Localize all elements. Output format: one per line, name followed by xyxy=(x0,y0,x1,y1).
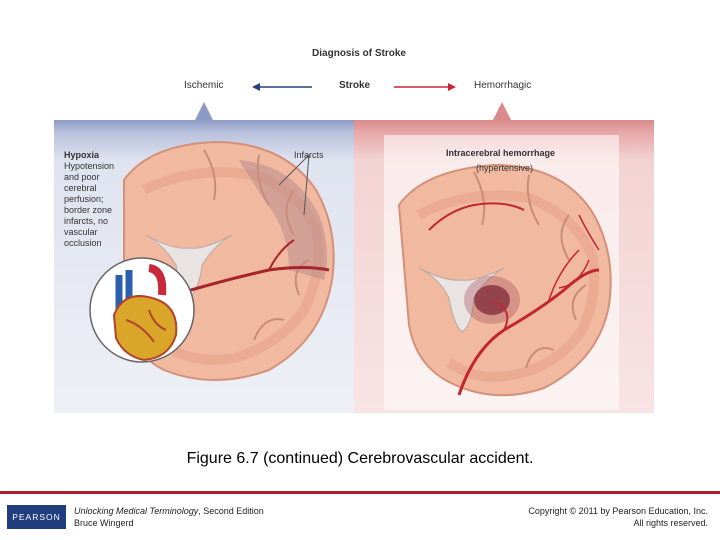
stroke-diagnosis-figure: Diagnosis of Stroke Ischemic Stroke Hemo… xyxy=(54,40,654,413)
book-title: Unlocking Medical Terminology xyxy=(74,506,198,516)
footer-book-info: Unlocking Medical Terminology, Second Ed… xyxy=(74,505,264,529)
hemorrhagic-tab xyxy=(492,102,512,122)
book-author: Bruce Wingerd xyxy=(74,517,264,529)
footer-copyright: Copyright © 2011 by Pearson Education, I… xyxy=(528,505,708,529)
hypoxia-line: vascular xyxy=(64,227,114,238)
copyright-text: Copyright © 2011 by Pearson Education, I… xyxy=(528,505,708,517)
hypoxia-line: Hypotension xyxy=(64,161,114,172)
hemorrhagic-panel: Intracerebral hemorrhage (hypertensive) xyxy=(354,120,654,413)
hemorrhage-heading: Intracerebral hemorrhage xyxy=(446,148,555,159)
hypoxia-line: occlusion xyxy=(64,238,114,249)
rights-text: All rights reserved. xyxy=(528,517,708,529)
hypoxia-line: infarcts, no xyxy=(64,216,114,227)
hypoxia-description: Hypotension and poor cerebral perfusion;… xyxy=(64,161,114,249)
hypoxia-heading: Hypoxia xyxy=(64,150,99,161)
ischemic-tab xyxy=(194,102,214,122)
book-edition: , Second Edition xyxy=(198,506,264,516)
arrow-right-icon xyxy=(394,83,456,91)
arrow-left-icon xyxy=(252,83,312,91)
hypoxia-line: perfusion; xyxy=(64,194,114,205)
infarcts-label: Infarcts xyxy=(294,150,324,161)
pearson-logo: PEARSON xyxy=(7,505,66,529)
hemorrhage-subheading: (hypertensive) xyxy=(476,163,533,174)
hypoxia-line: and poor xyxy=(64,172,114,183)
hypoxia-line: border zone xyxy=(64,205,114,216)
ischemic-panel: Hypoxia Hypotension and poor cerebral pe… xyxy=(54,120,354,413)
footer-rule xyxy=(0,491,720,494)
book-title-line: Unlocking Medical Terminology, Second Ed… xyxy=(74,505,264,517)
hypoxia-line: cerebral xyxy=(64,183,114,194)
figure-caption: Figure 6.7 (continued) Cerebrovascular a… xyxy=(0,450,720,468)
direction-arrows xyxy=(54,40,654,120)
